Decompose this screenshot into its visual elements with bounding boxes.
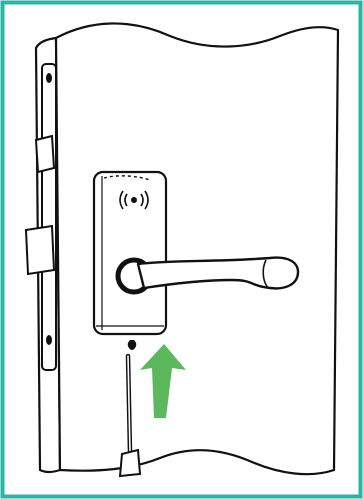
deadbolt — [26, 226, 54, 274]
faceplate — [42, 64, 56, 370]
faceplate-screw-top — [46, 73, 52, 83]
latch-bolt — [36, 136, 54, 172]
lock-body — [94, 172, 166, 334]
faceplate-screw-bottom — [46, 335, 52, 345]
